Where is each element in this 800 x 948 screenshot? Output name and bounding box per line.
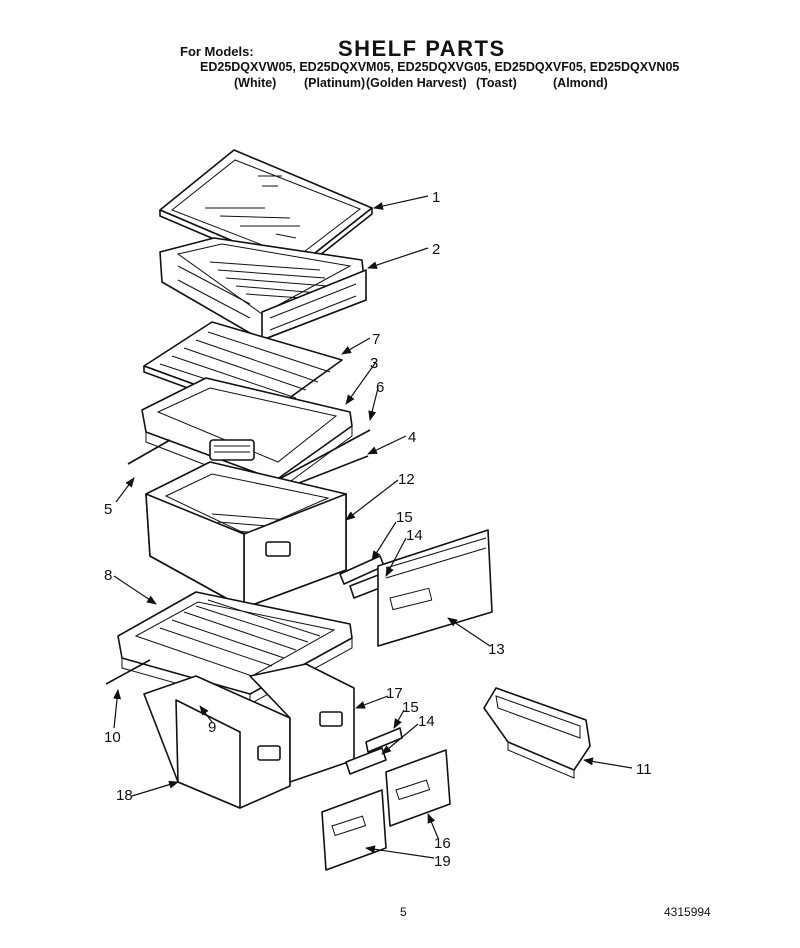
drawer-clip-part-15-lower [365, 727, 403, 753]
left-bin-part-18 [143, 675, 291, 809]
callout-16: 16 [434, 835, 451, 852]
page-title: SHELF PARTS [338, 36, 506, 61]
color-label-toast: (Toast) [476, 76, 517, 90]
callout-17: 17 [386, 685, 403, 702]
for-models-label: For Models: [180, 44, 254, 59]
callout-3: 3 [370, 355, 378, 372]
callout-6: 6 [376, 379, 384, 396]
page-number: 5 [400, 905, 407, 919]
drawer-clip-part-14-lower [345, 747, 387, 775]
callout-15-upper: 15 [396, 509, 413, 526]
color-label-platinum: (Platinum) [304, 76, 366, 90]
callout-4: 4 [408, 429, 416, 446]
callout-8: 8 [104, 567, 112, 584]
leader-lines [113, 195, 633, 859]
drawer-front-part-19 [321, 789, 387, 871]
callout-5: 5 [104, 501, 112, 518]
document-number: 4315994 [664, 905, 711, 919]
callout-18: 18 [116, 787, 133, 804]
color-label-white: (White) [234, 76, 277, 90]
callout-10: 10 [104, 729, 121, 746]
deli-drawer-part-2 [159, 237, 367, 341]
callout-numbers: 1 2 7 3 6 4 5 12 15 14 8 13 17 15 14 10 … [104, 189, 652, 870]
callout-11: 11 [636, 761, 652, 778]
model-list: ED25DQXVW05, ED25DQXVM05, ED25DQXVG05, E… [200, 60, 680, 74]
callout-13: 13 [488, 641, 505, 658]
color-label-almond: (Almond) [553, 76, 608, 90]
callout-19: 19 [434, 853, 451, 870]
callout-2: 2 [432, 241, 440, 258]
callout-14-upper: 14 [406, 527, 423, 544]
callout-7: 7 [372, 331, 380, 348]
drawer-front-part-16 [385, 749, 451, 827]
drawer-front-part-13 [377, 529, 493, 647]
crisper-bin-part-12 [145, 461, 347, 609]
callout-12: 12 [398, 471, 415, 488]
callout-9: 9 [208, 719, 216, 736]
dairy-bin-part-11 [483, 687, 591, 779]
color-label-golden-harvest: (Golden Harvest) [366, 76, 467, 90]
callout-15-lower: 15 [402, 699, 419, 716]
callout-1: 1 [432, 189, 440, 206]
callout-14-lower: 14 [418, 713, 435, 730]
